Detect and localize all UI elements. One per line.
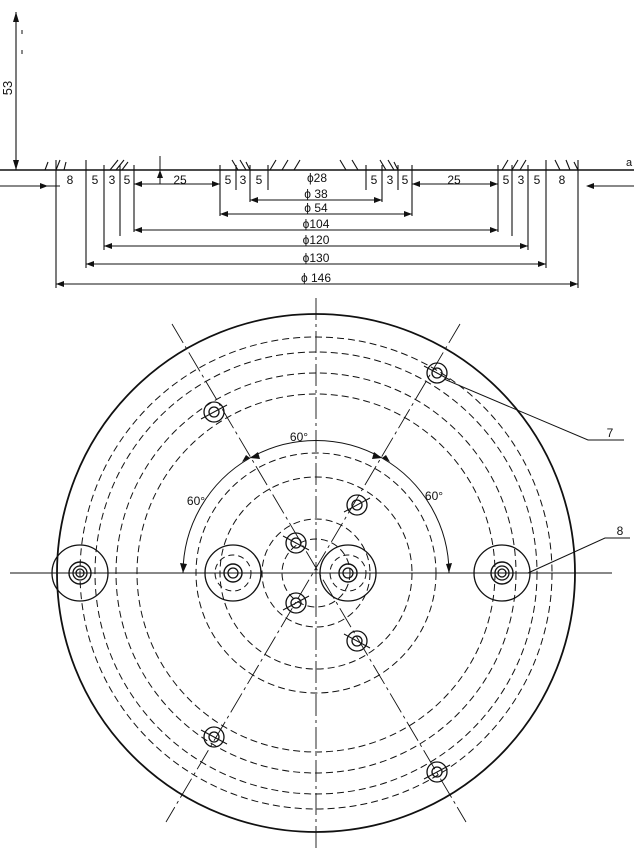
diagonal-center-line [165, 323, 461, 823]
dashed-circles [79, 336, 553, 810]
section-dim: 5 [503, 173, 510, 187]
diagonal-center-line [171, 323, 467, 823]
section-dim: 5 [371, 173, 378, 187]
section-dim: 5 [124, 173, 131, 187]
small-hole [282, 532, 310, 554]
small-hole [200, 401, 228, 423]
section-dim: 3 [387, 173, 394, 187]
diameter-label: ϕ120 [303, 233, 330, 247]
small-hole [423, 761, 451, 783]
section-dim: 3 [240, 173, 247, 187]
section-dim: 5 [92, 173, 99, 187]
diameter-label: ϕ 146 [301, 271, 331, 285]
outer-circle [56, 313, 576, 833]
angle-label: 60° [290, 430, 308, 444]
callout-label: 8 [617, 524, 624, 538]
section-dim: 5 [534, 173, 541, 187]
leader-lines [443, 378, 630, 574]
section-dim: 25 [173, 173, 187, 187]
section-dim: 5 [402, 173, 409, 187]
section-dim: 8 [67, 173, 74, 187]
edge-mark-label: a [626, 157, 633, 169]
angle-label: 60° [187, 494, 205, 508]
small-hole [343, 630, 371, 652]
small-hole [200, 726, 228, 748]
section-dim: 3 [109, 173, 116, 187]
small-hole [423, 362, 451, 384]
mounting-pad [319, 544, 377, 602]
small-holes [200, 362, 451, 783]
height-dimension-label: 53 [0, 81, 15, 95]
section-dim: 5 [225, 173, 232, 187]
section-dimension-labels: 8 5 3 5 25 5 3 5 ϕ28 5 3 5 25 5 3 5 8 [67, 171, 566, 187]
plan-view [10, 298, 630, 849]
diameter-label: ϕ 54 [304, 201, 328, 215]
diameter-labels: ϕ 38 ϕ 54 ϕ104 ϕ120 ϕ130 ϕ 146 [301, 187, 331, 285]
section-view [0, 12, 634, 288]
section-dim: ϕ28 [307, 171, 327, 185]
mounting-pad [204, 544, 262, 602]
small-hole [282, 592, 310, 614]
angle-label: 60° [425, 489, 443, 503]
diameter-label: ϕ130 [303, 251, 330, 265]
mounting-pad [51, 544, 109, 602]
section-dim: 8 [559, 173, 566, 187]
diameter-label: ϕ104 [303, 217, 330, 231]
angle-labels: 60° 60° 60° [187, 430, 443, 508]
angle-arcs [180, 440, 452, 574]
mounting-pad [473, 544, 531, 602]
diameter-label: ϕ 38 [304, 187, 328, 201]
section-dim: 5 [256, 173, 263, 187]
section-dim: 25 [447, 173, 461, 187]
section-dim: 3 [518, 173, 525, 187]
diameter-dimension-lines [56, 197, 578, 287]
callout-label: 7 [607, 426, 614, 440]
small-hole [343, 494, 371, 516]
